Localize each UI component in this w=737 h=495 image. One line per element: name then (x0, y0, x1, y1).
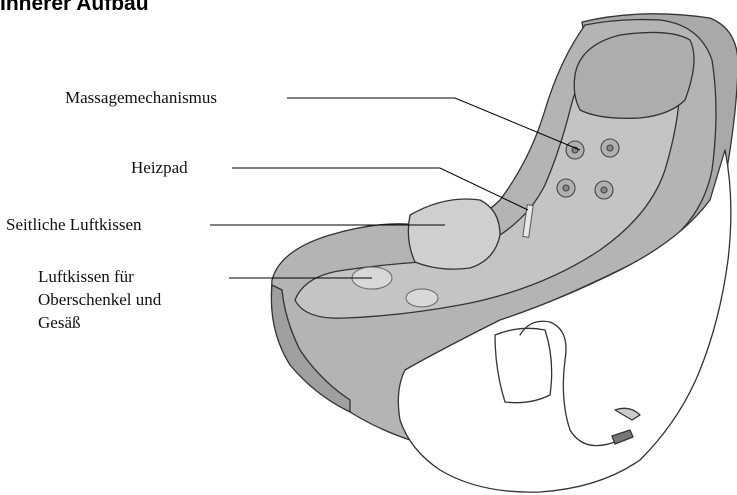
side-air-cushion (408, 199, 500, 269)
label-thigh-seat-cushions-line3: Gesäß (38, 312, 80, 334)
label-thigh-seat-cushions-line2: Oberschenkel und (38, 289, 161, 311)
label-thigh-seat-cushions-line1: Luftkissen für (38, 266, 134, 288)
remote-pocket (495, 328, 552, 402)
label-heat-pad: Heizpad (131, 157, 188, 179)
label-side-air-cushions: Seitliche Luftkissen (6, 214, 142, 236)
label-massage-mechanism: Massagemechanismus (65, 87, 217, 109)
